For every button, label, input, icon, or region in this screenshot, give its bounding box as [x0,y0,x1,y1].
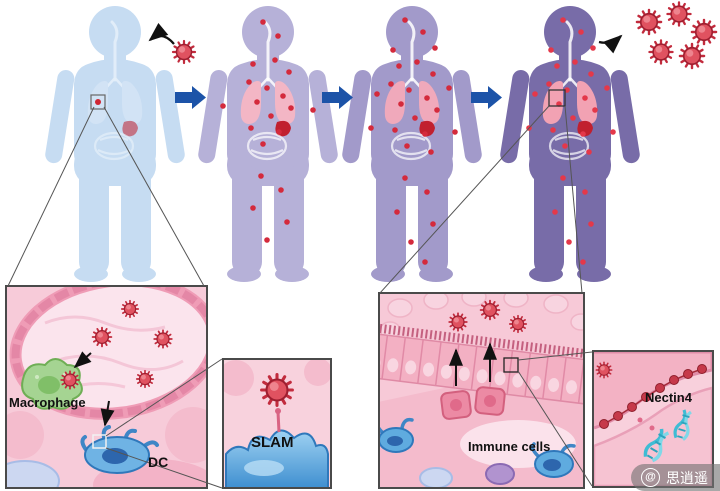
slam-label: SLAM [251,434,294,451]
arrow-to-macrophage [73,351,92,369]
dendritic-cell-small [380,417,414,453]
exhale-arrow [598,34,623,54]
epithelium-panel [378,292,585,489]
watermark: @ 思逍遥 [631,464,720,491]
nectin4-receptor [643,428,670,463]
dc-label: DC [148,454,169,470]
virus-particle-chain [599,364,707,429]
zoom-connector-lines [7,105,593,489]
nectin4-receptor-2 [673,409,692,441]
virus-dots-stage4 [526,17,616,265]
cell-b [594,386,712,486]
body-stage-4 [499,6,641,282]
slam-receptor-panel [222,358,332,489]
body-stage-3 [341,6,483,282]
macrophage-label: Macrophage [9,395,86,410]
lymphoid-tissue-panel [5,285,208,489]
body-stage-2 [197,6,339,282]
virus-dots-stage2 [220,19,316,243]
immune-cells-label: Immune cells [468,439,551,454]
dendritic-cell-bottom [530,442,576,478]
progress-arrow-3 [471,86,502,109]
virus-dots-stage3 [368,17,458,265]
body-stage-1 [44,6,186,282]
dc-zoom-square [92,434,107,449]
watermark-text: 思逍遥 [666,469,708,486]
nectin4-label: Nectin4 [645,390,692,405]
cell-a [594,352,712,428]
arrow-to-dc [100,400,115,427]
brush-border [380,320,583,363]
junction-zoom-square [503,357,519,373]
progress-arrow-1 [175,86,206,109]
at-icon: @ [641,468,660,487]
inhaled-virus-icon [148,22,197,65]
slam-receptor-stem [276,411,281,433]
exhaled-virus-cluster [598,1,718,70]
dendritic-cell [80,425,159,474]
inhale-arrow [148,22,175,45]
